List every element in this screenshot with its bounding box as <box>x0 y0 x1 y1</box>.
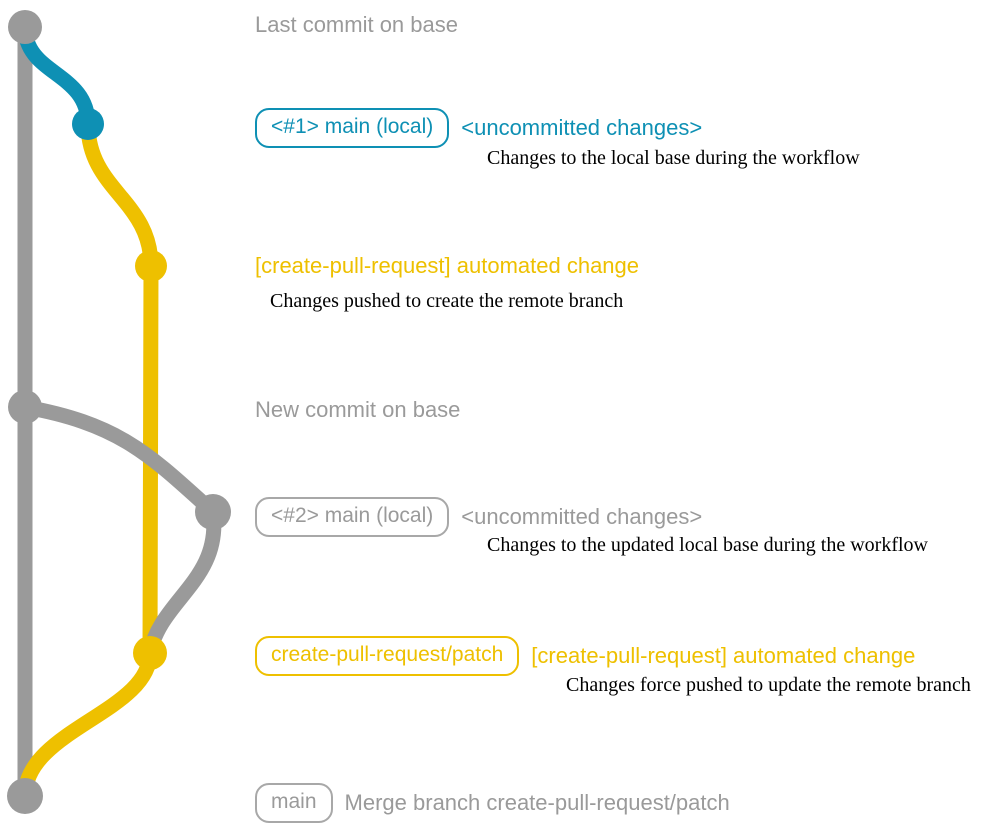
edge-c3-to-c4 <box>17 399 221 520</box>
commit-subject-automated-change-update: [create-pull-request] automated change <box>531 643 916 668</box>
commit-row-1: <#1> main (local) <uncommitted changes> <box>255 108 702 148</box>
commit-note-4: Changes to the updated local base during… <box>487 534 928 556</box>
commit-subject-last-commit-on-base: Last commit on base <box>255 12 458 37</box>
commit-node-c4[interactable] <box>195 494 231 530</box>
commit-row-6: main Merge branch create-pull-request/pa… <box>255 783 730 823</box>
commit-subject-uncommitted-changes-2: <uncommitted changes> <box>461 504 703 529</box>
commit-node-c0[interactable] <box>8 10 42 44</box>
commit-node-c3[interactable] <box>8 390 42 424</box>
ref-chip-main-local-1[interactable]: <#1> main (local) <box>255 108 450 148</box>
commit-row-4: <#2> main (local) <uncommitted changes> <box>255 497 702 537</box>
commit-node-c1[interactable] <box>72 108 104 140</box>
commit-subject-uncommitted-changes-1: <uncommitted changes> <box>461 115 703 140</box>
graph-edges <box>17 19 222 804</box>
edge-c1-to-c2 <box>80 116 159 274</box>
commit-subject-automated-change-create: [create-pull-request] automated change <box>255 253 640 278</box>
commit-subject-merge-branch: Merge branch create-pull-request/patch <box>344 790 730 815</box>
commit-row-5: create-pull-request/patch [create-pull-r… <box>255 636 915 676</box>
ref-chip-main[interactable]: main <box>255 783 333 823</box>
edge-c5-to-c6 <box>17 645 158 804</box>
commit-node-c5[interactable] <box>133 636 167 670</box>
commit-node-c2[interactable] <box>135 250 167 282</box>
ref-chip-create-pull-request-patch[interactable]: create-pull-request/patch <box>255 636 520 676</box>
edge-c0-to-c1 <box>17 19 96 132</box>
commit-note-1: Changes to the local base during the wor… <box>487 147 860 169</box>
commit-subject-new-commit-on-base: New commit on base <box>255 397 461 422</box>
commit-note-2: Changes pushed to create the remote bran… <box>270 290 624 312</box>
graph-nodes <box>7 10 231 814</box>
commit-note-5: Changes force pushed to update the remot… <box>566 674 971 696</box>
commit-node-c6[interactable] <box>7 778 43 814</box>
ref-chip-main-local-2[interactable]: <#2> main (local) <box>255 497 450 537</box>
edge-c4-to-c5 <box>142 504 222 661</box>
